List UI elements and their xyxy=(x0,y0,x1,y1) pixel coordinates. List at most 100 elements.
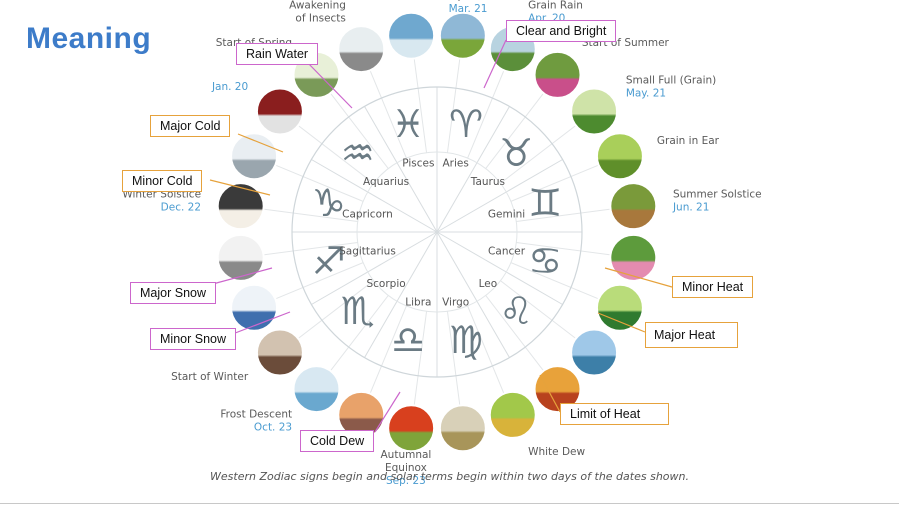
zodiac-label: Aries xyxy=(442,157,468,169)
callout-leader-line xyxy=(604,267,673,288)
red-berries-photo xyxy=(255,87,304,136)
wheel-ray xyxy=(516,208,611,223)
solar-term-date: Mar. 21 xyxy=(449,3,488,15)
callout-leader-line xyxy=(304,59,353,109)
zodiac-spoke xyxy=(436,159,563,233)
callout-limit-of-heat: Limit of Heat xyxy=(560,403,670,425)
zodiac-signs: ♈Aries♉Taurus♊Gemini♋Cancer♌Leo♍Virgo♎Li… xyxy=(312,102,562,362)
solar-term-photos xyxy=(216,11,658,453)
wheel-rays xyxy=(263,58,611,406)
callout-leader-line xyxy=(597,312,646,333)
wheel-ray xyxy=(369,305,407,394)
virgo-sign: ♍Virgo xyxy=(442,297,483,363)
zodiac-inner-ring xyxy=(356,151,518,313)
wheel-ray xyxy=(330,92,389,169)
zodiac-label: Gemini xyxy=(488,208,525,220)
lotus-photo xyxy=(609,233,658,282)
callout-leader-line xyxy=(539,374,561,413)
solar-term-label: Awakening xyxy=(289,0,346,12)
libra-sign: ♎ Libra xyxy=(391,297,431,363)
callout-leader-line xyxy=(483,39,507,89)
scorpio-icon: ♏ xyxy=(341,289,375,333)
callout-clear-and-bright: Clear and Bright xyxy=(506,20,617,42)
cancer-sign: ♋Cancer xyxy=(488,239,562,283)
wheel-ray xyxy=(330,295,389,372)
zodiac-label: Capricorn xyxy=(342,208,393,220)
wheel-ray xyxy=(500,125,577,184)
callout-leader-line xyxy=(209,179,271,196)
callout-minor-snow: Minor Snow xyxy=(150,328,236,350)
solar-term-date: Jun. 21 xyxy=(672,201,709,213)
leo-icon: ♌ xyxy=(499,289,533,333)
scorpio-sign: ♏Scorpio xyxy=(341,278,406,333)
wheel-ray xyxy=(275,164,364,202)
solar-term-label: of Insects xyxy=(295,13,346,25)
bare-forest-photo xyxy=(255,328,304,377)
wheel-ray xyxy=(510,164,599,202)
zodiac-spoke xyxy=(364,106,438,233)
page-title: Meaning xyxy=(26,22,152,55)
solar-term-date: Jan. 20 xyxy=(211,81,248,93)
solar-term-label: Autumnal xyxy=(381,449,432,461)
aries-sign: ♈ Aries xyxy=(442,102,483,170)
callout-leader-line xyxy=(237,133,284,153)
snow-mountain-photo xyxy=(230,283,279,332)
wheat-harvest-photo xyxy=(488,390,537,439)
divider xyxy=(0,503,899,504)
pisces-sign: ♓Pisces xyxy=(391,102,434,170)
forest-photo xyxy=(595,283,644,332)
virgo-icon: ♍ xyxy=(449,318,483,362)
solar-term-date: Oct. 23 xyxy=(254,421,292,433)
solar-term-label: Grain Rain xyxy=(528,0,583,12)
aquarius-sign: ♒Aquarius xyxy=(341,131,409,188)
solar-term-label: Equinox xyxy=(385,462,427,474)
capricorn-icon: ♑ xyxy=(312,181,346,225)
wheel-ray xyxy=(485,295,544,372)
zodiac-spokes xyxy=(292,87,582,377)
solar-term-label: Equinox xyxy=(447,0,489,2)
callout-leaders xyxy=(208,39,673,433)
solar-term-date: May. 21 xyxy=(626,88,666,100)
wheel-ray xyxy=(413,58,428,153)
zodiac-spoke xyxy=(311,231,438,305)
red-leaves-photo xyxy=(387,404,436,453)
callout-major-cold: Major Cold xyxy=(150,115,231,137)
zodiac-label: Pisces xyxy=(402,157,434,169)
zodiac-label: Aquarius xyxy=(363,176,409,188)
wheel-ray xyxy=(500,280,577,339)
solar-term-label: Grain in Ear xyxy=(657,135,720,147)
wheel-ray xyxy=(446,311,461,406)
solar-term-label: Start of Winter xyxy=(171,371,249,383)
solar-term-label: White Dew xyxy=(528,446,585,458)
grass-field-photo xyxy=(438,11,487,60)
wheel-ray xyxy=(510,262,599,300)
callout-major-snow: Major Snow xyxy=(130,282,216,304)
sagittarius-icon: ♐ xyxy=(312,239,346,283)
zodiac-label: Libra xyxy=(405,297,431,309)
zodiac-spoke xyxy=(436,106,510,233)
wheel-ray xyxy=(485,92,544,169)
lake-photo xyxy=(570,328,619,377)
callout-rain-water: Rain Water xyxy=(236,43,319,65)
snowy-tree-photo xyxy=(216,233,265,282)
wheel-ray xyxy=(516,241,611,256)
libra-icon: ♎ xyxy=(391,318,425,362)
callout-leader-line xyxy=(208,267,273,286)
wheel-ray xyxy=(413,311,428,406)
capricorn-sign: ♑Capricorn xyxy=(312,181,393,225)
callout-leader-line xyxy=(229,311,291,336)
gemini-sign: ♊Gemini xyxy=(488,181,562,225)
wheel-ray xyxy=(297,280,374,339)
callout-cold-dew: Cold Dew xyxy=(300,430,375,452)
callout-major-heat: Major Heat xyxy=(645,322,739,348)
wheel-ray xyxy=(467,70,505,159)
autumn-trees-photo xyxy=(533,365,582,414)
leo-sign: ♌Leo xyxy=(479,278,534,333)
zodiac-label: Leo xyxy=(479,278,498,290)
solar-term-label: Frost Descent xyxy=(220,408,292,420)
dumplings-photo xyxy=(216,182,265,231)
pink-flowers-photo xyxy=(533,50,582,99)
aries-icon: ♈ xyxy=(449,102,483,146)
solar-term-date: Dec. 22 xyxy=(161,201,201,213)
